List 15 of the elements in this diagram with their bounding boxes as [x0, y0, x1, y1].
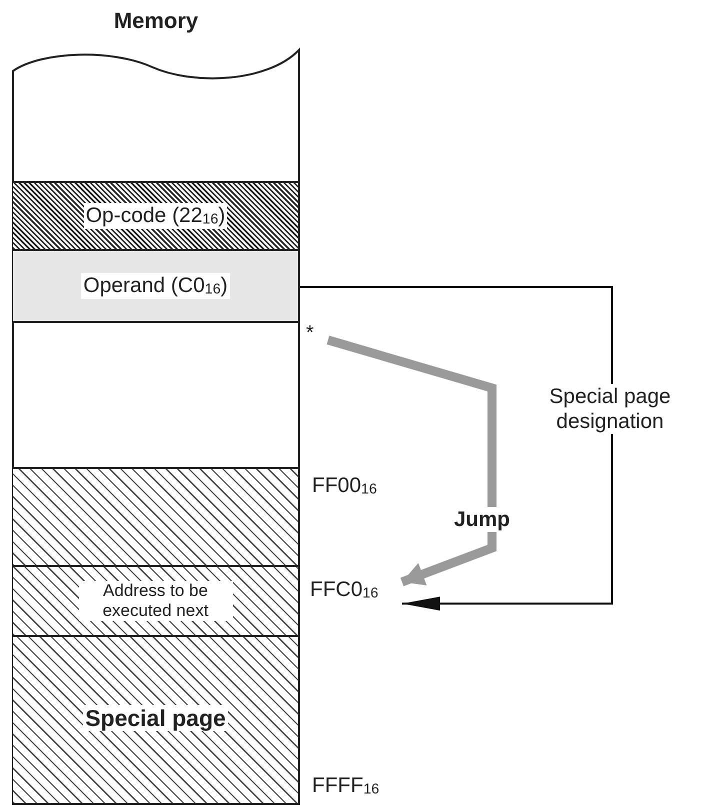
segment-label: Op-code (22$_{16}$) [84, 203, 228, 229]
segment-label: Special page [83, 705, 228, 731]
address-label: FFFF$_{16}$ [312, 774, 380, 798]
address-label: FF00$_{16}$ [312, 474, 377, 498]
segment-label: Operand (C0$_{16}$) [81, 273, 230, 299]
arrow [326, 336, 496, 586]
hatched-region [13, 467, 298, 803]
hatched-segment [13, 565, 298, 637]
shaded-segment [13, 251, 298, 323]
column-heading: Memory [114, 8, 198, 33]
asterisk-mark: * [306, 322, 326, 346]
address-label: FFC0$_{16}$ [310, 578, 402, 610]
segment-label: Address to be executed next [78, 580, 232, 622]
arrow [298, 286, 613, 611]
hatched-segment [13, 181, 298, 251]
